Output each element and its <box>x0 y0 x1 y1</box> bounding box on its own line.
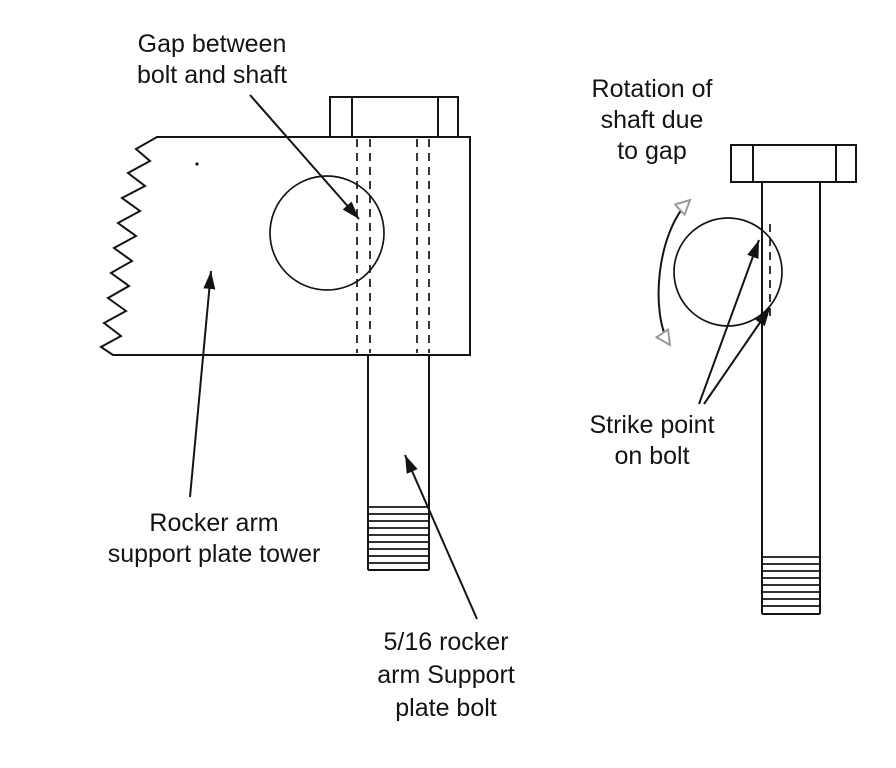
bolt-threads-left <box>368 506 429 564</box>
label-rotation-of-shaft: Rotation of shaft due to gap <box>592 75 713 165</box>
label-line: Rotation of <box>592 75 713 103</box>
label-line: Strike point <box>589 411 714 439</box>
label-line: Rocker arm <box>149 509 278 537</box>
label-support-plate-bolt: 5/16 rocker arm Support plate bolt <box>377 628 515 722</box>
label-strike-point-on-bolt: Strike point on bolt <box>589 411 714 470</box>
strike-detail-circle <box>673 217 783 327</box>
bolt-label-arrow <box>404 454 478 620</box>
label-line: plate bolt <box>395 694 497 722</box>
left-figure: Gap between bolt and shaft Rocker arm su… <box>99 30 515 722</box>
right-figure: Rotation of shaft due to gap Strike poin… <box>589 75 857 615</box>
label-rocker-arm-support-plate-tower: Rocker arm support plate tower <box>108 509 321 568</box>
rocker-arm-support-plate-tower-outline <box>99 136 471 356</box>
ink-speck <box>195 162 199 166</box>
label-gap-between-bolt-and-shaft: Gap between bolt and shaft <box>137 30 287 89</box>
label-line: on bolt <box>614 442 689 470</box>
label-line: support plate tower <box>108 540 321 568</box>
label-line: Gap between <box>138 30 287 58</box>
bolt-shank-left <box>367 355 430 571</box>
label-line: arm Support <box>377 661 515 689</box>
label-line: 5/16 rocker <box>383 628 508 656</box>
label-line: bolt and shaft <box>137 61 287 89</box>
bolt-head-right <box>730 144 857 183</box>
label-line: to gap <box>617 137 687 165</box>
tower-label-arrow <box>189 270 216 498</box>
gap-detail-circle <box>269 175 385 291</box>
gap-label-arrow <box>249 94 360 220</box>
strike-arrow-upper <box>698 239 760 405</box>
rotation-arc <box>659 200 690 345</box>
strike-arrow-lower <box>703 307 771 405</box>
bolt-threads-right <box>762 556 820 607</box>
label-line: shaft due <box>601 106 704 134</box>
bolt-shank-right <box>761 182 821 615</box>
